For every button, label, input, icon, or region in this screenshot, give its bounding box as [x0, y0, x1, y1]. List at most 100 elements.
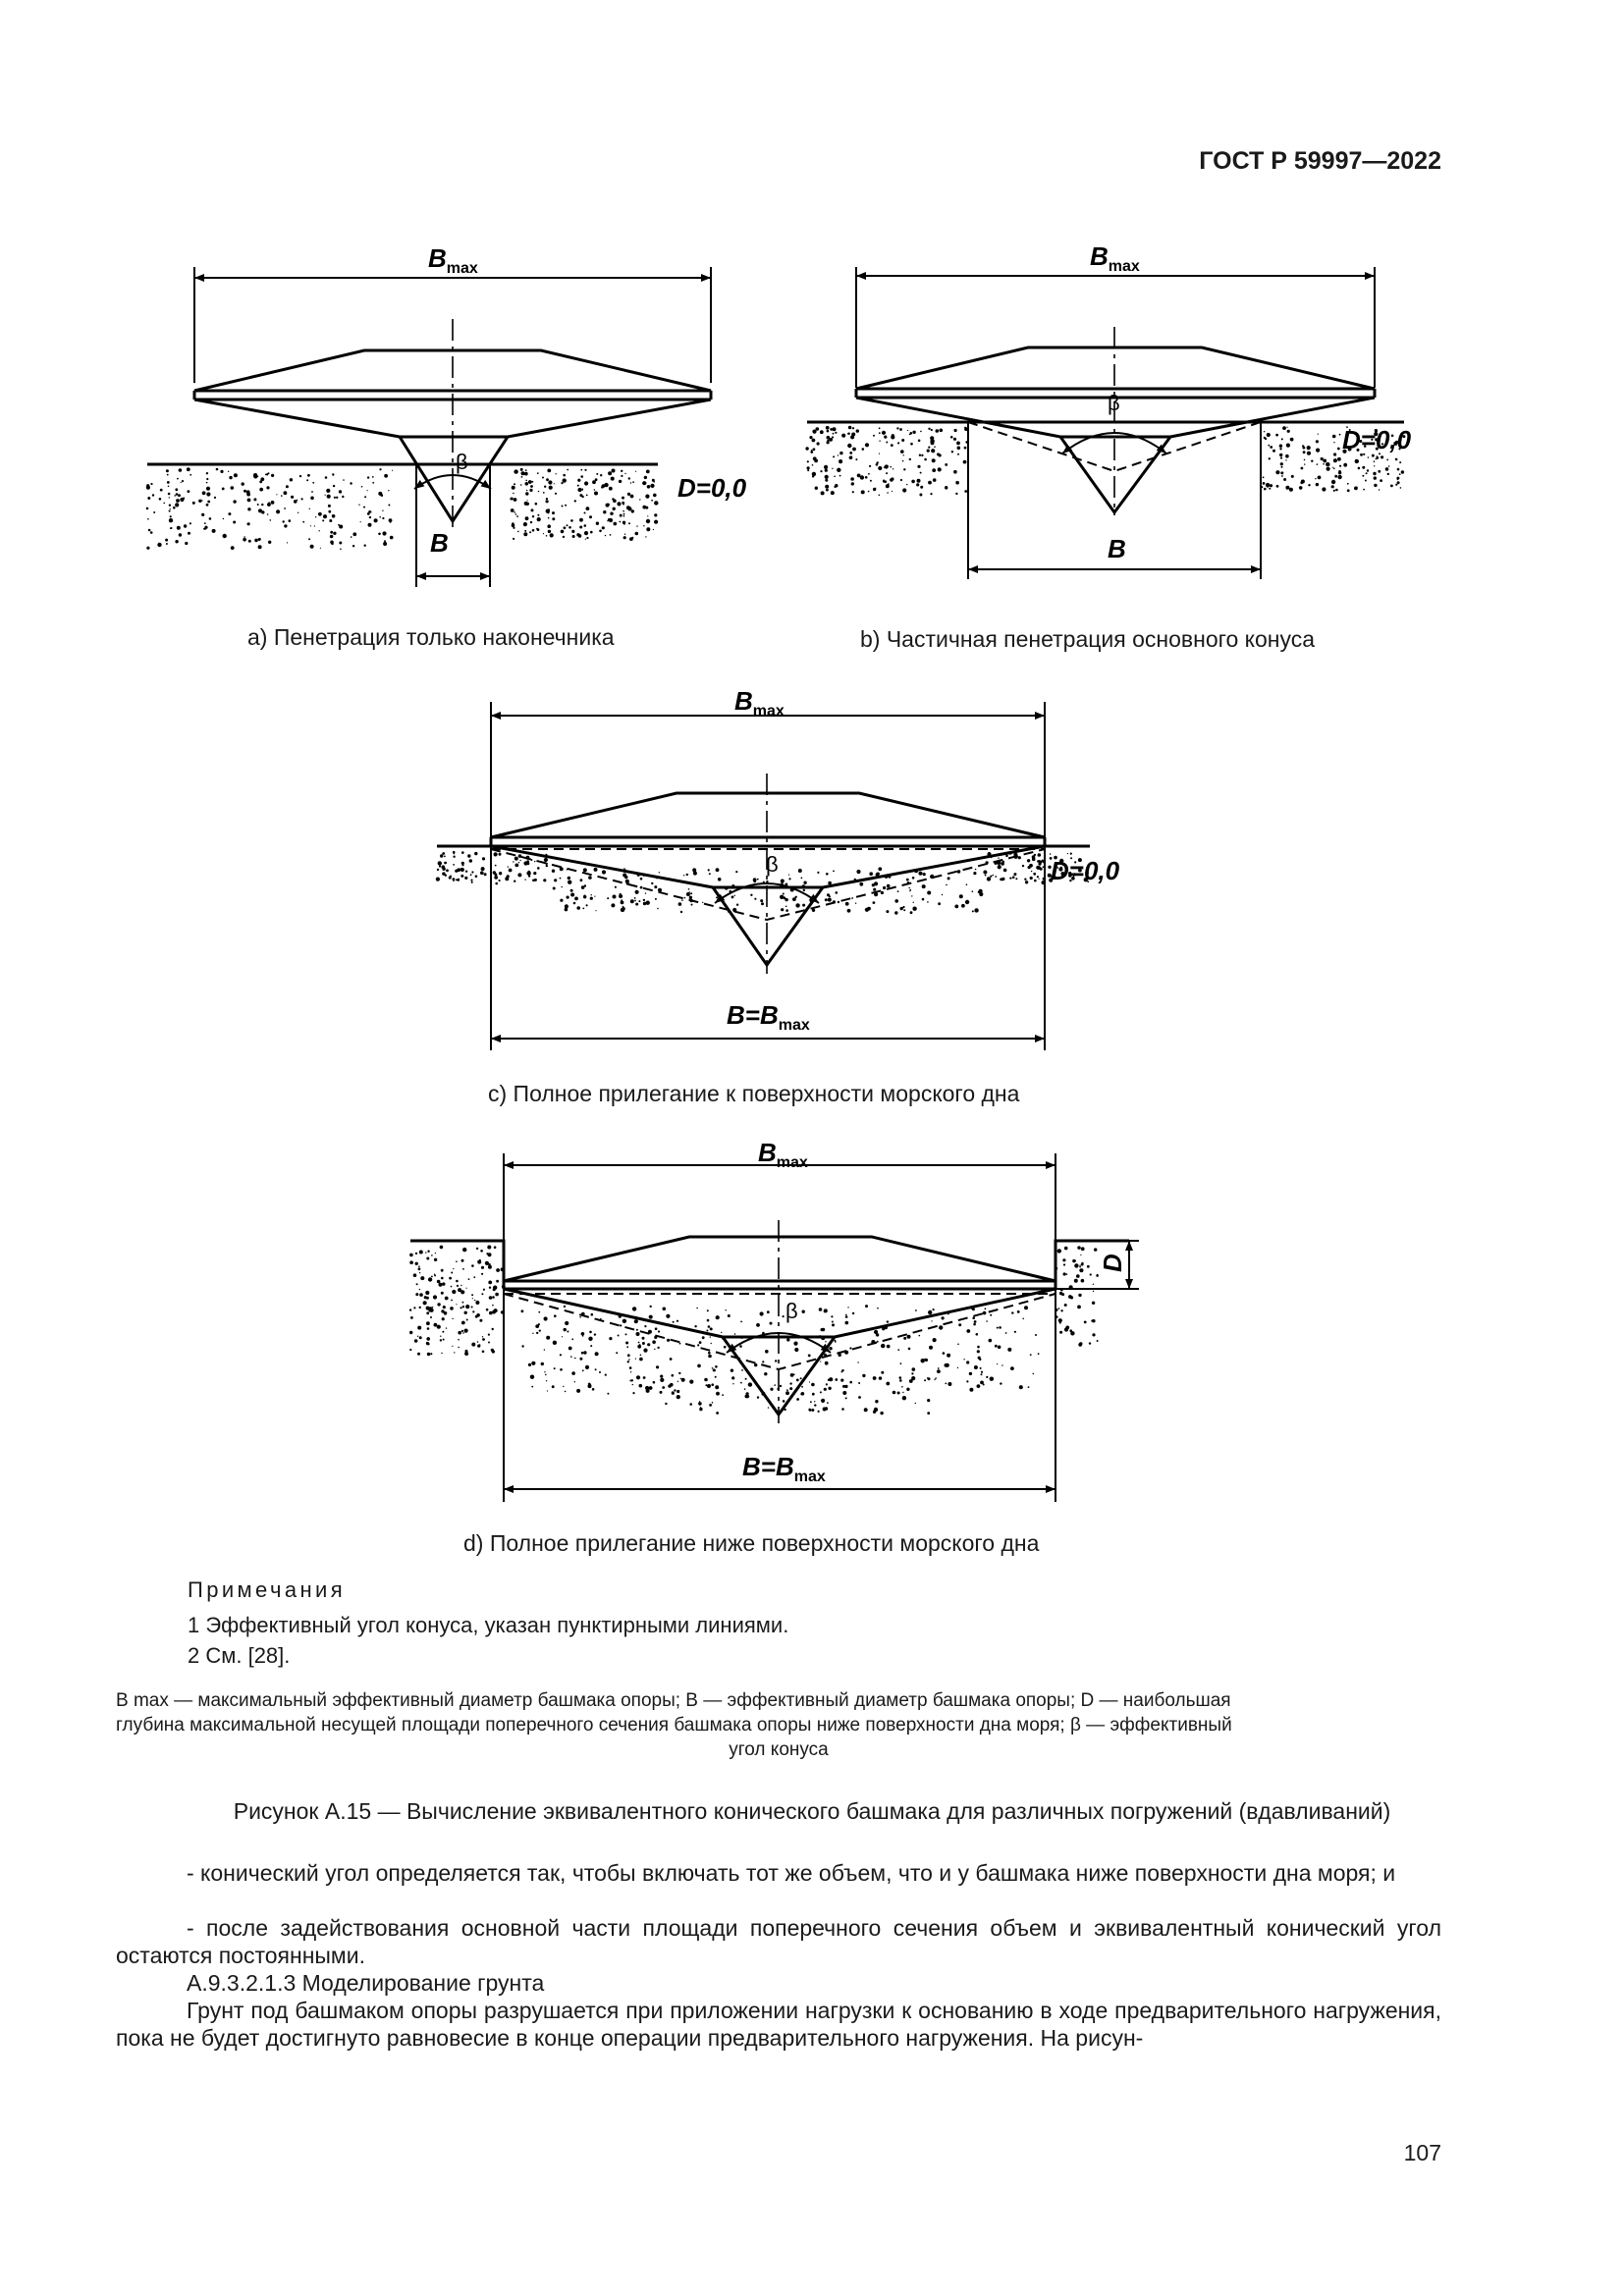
soil-dot: [796, 905, 800, 908]
soil-dot: [453, 855, 456, 858]
soil-dot: [175, 503, 180, 507]
soil-dot: [909, 911, 913, 915]
soil-dot: [1262, 482, 1266, 485]
soil-dot: [850, 455, 853, 457]
soil-dot: [233, 500, 237, 504]
soil-dot: [213, 496, 217, 499]
soil-dot: [307, 473, 310, 477]
soil-dot: [1398, 448, 1401, 451]
soil-dot: [1076, 1274, 1080, 1278]
soil-dot: [802, 903, 806, 907]
soil-dot: [322, 514, 328, 519]
soil-dot: [460, 1329, 463, 1332]
soil-dot: [1072, 875, 1075, 878]
soil-dot: [590, 530, 593, 534]
soil-dot: [1062, 1263, 1066, 1266]
soil-dot: [293, 500, 298, 504]
soil-dot: [705, 1384, 708, 1387]
soil-dot: [360, 486, 363, 488]
soil-dot: [918, 871, 923, 876]
soil-dot: [1074, 1259, 1076, 1262]
soil-dot: [480, 1265, 485, 1269]
soil-dot: [1078, 1293, 1082, 1298]
soil-dot: [849, 452, 853, 454]
legend-line-1: B max — максимальный эффективный диаметр…: [116, 1690, 1231, 1711]
soil-dot: [382, 531, 387, 536]
soil-dot: [872, 1410, 877, 1415]
soil-dot: [584, 1364, 590, 1369]
soil-dot: [1005, 854, 1008, 858]
soil-dot: [228, 512, 232, 516]
soil-dot: [628, 1366, 632, 1369]
soil-dot: [1268, 457, 1272, 460]
soil-dot: [754, 897, 757, 900]
soil-dot: [329, 519, 333, 522]
soil-dot: [868, 472, 870, 475]
soil-dot: [909, 888, 912, 891]
soil-dot: [246, 498, 251, 503]
soil-dot: [147, 497, 151, 500]
soil-dot: [581, 489, 583, 491]
soil-dot: [493, 852, 498, 857]
soil-dot: [1326, 466, 1330, 471]
soil-dot: [678, 1371, 681, 1375]
soil-dot: [496, 1279, 499, 1283]
soil-dot: [851, 1311, 855, 1315]
soil-dot: [415, 1283, 418, 1286]
soil-dot: [645, 900, 650, 905]
soil-dot: [364, 496, 367, 499]
soil-dot: [1007, 1347, 1012, 1352]
soil-dot: [707, 1325, 711, 1328]
soil-dot: [1049, 853, 1052, 855]
soil-dot: [942, 1352, 946, 1355]
soil-dot: [785, 1391, 789, 1396]
soil-dot: [930, 493, 933, 496]
soil-dot: [1333, 467, 1335, 470]
soil-dot: [517, 862, 520, 864]
soil-dot: [1080, 1278, 1085, 1283]
soil-dot: [886, 1381, 891, 1386]
soil-dot: [869, 872, 873, 876]
caption-b: b) Частичная пенетрация основного конуса: [860, 626, 1316, 652]
soil-dot: [1058, 867, 1063, 872]
soil-dot: [513, 492, 514, 495]
soil-dot: [1068, 874, 1072, 878]
soil-dot: [460, 1258, 464, 1262]
soil-dot: [222, 517, 225, 520]
soil-dot: [677, 902, 682, 906]
soil-dot: [1390, 484, 1393, 488]
soil-dot: [744, 1394, 749, 1399]
soil-dot: [517, 854, 522, 858]
soil-dot: [1395, 441, 1398, 444]
soil-dot: [644, 481, 647, 484]
soil-dot: [343, 479, 345, 481]
soil-dot: [927, 1412, 931, 1415]
soil-dot: [261, 503, 264, 507]
soil-dot: [545, 500, 549, 504]
soil-dot: [932, 468, 937, 472]
soil-dot: [436, 1324, 441, 1329]
soil-dot: [1272, 449, 1275, 453]
soil-dot: [584, 481, 589, 486]
soil-dot: [1074, 861, 1077, 864]
soil-dot: [1030, 870, 1033, 873]
soil-dot: [517, 873, 522, 878]
soil-dot: [667, 1338, 671, 1342]
soil-dot: [1092, 1290, 1095, 1293]
soil-dot: [927, 1377, 931, 1381]
soil-dot: [928, 480, 932, 485]
soil-dot: [178, 468, 183, 472]
soil-dot: [573, 1381, 575, 1383]
soil-dot: [1375, 447, 1379, 451]
soil-dot: [492, 1296, 495, 1299]
soil-dot: [918, 454, 922, 456]
soil-dot: [634, 889, 639, 894]
soil-dot: [560, 529, 565, 534]
soil-dot: [892, 490, 893, 493]
soil-dot: [201, 500, 203, 502]
soil-dot: [727, 1314, 731, 1317]
soil-dot: [465, 1305, 470, 1309]
soil-dot: [1033, 853, 1037, 857]
soil-dot: [862, 1373, 866, 1378]
soil-dot: [1302, 451, 1306, 454]
